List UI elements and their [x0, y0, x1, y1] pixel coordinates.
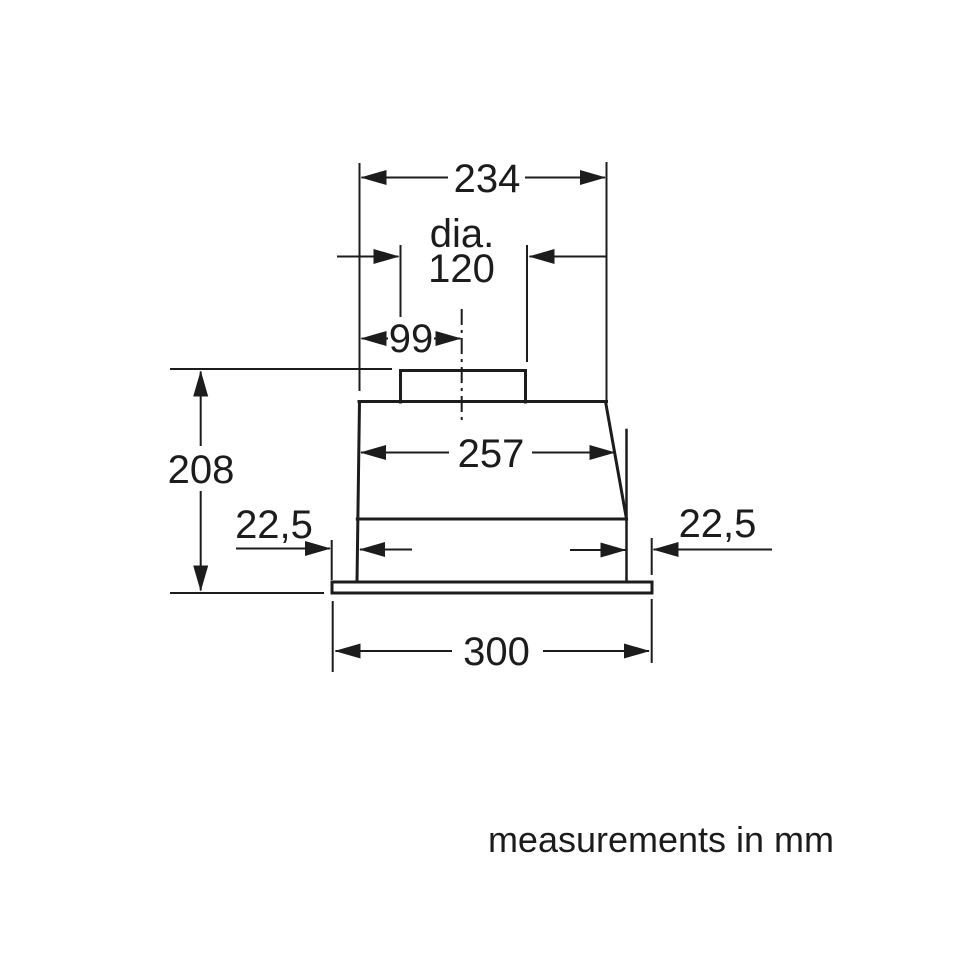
base-overhang-right-label: 22,5: [679, 502, 757, 546]
dimension-duct-offset: 99: [360, 317, 462, 361]
dimension-total-height: 208: [168, 368, 392, 594]
hood-right-slant-edge: [603, 399, 629, 521]
dimension-base-overhang-left: 22,5: [235, 503, 412, 580]
units-note: measurements in mm: [488, 819, 834, 860]
top-width-label: 234: [454, 157, 521, 201]
base-overhang-left-label: 22,5: [235, 503, 313, 547]
dimension-base-width: 300: [331, 599, 653, 674]
base-plate: [330, 580, 654, 595]
dimension-top-width: 234: [358, 157, 608, 401]
duct-diameter-value: 120: [428, 247, 495, 291]
hood-drawing: [330, 309, 654, 595]
dimension-base-overhang-right: 22,5: [570, 502, 772, 575]
duct-collar: [399, 369, 527, 404]
body-width-label: 257: [458, 432, 525, 476]
dimension-body-width: 257: [360, 432, 616, 476]
dimension-duct-diameter: dia. 120: [337, 212, 606, 362]
duct-offset-label: 99: [389, 317, 434, 361]
base-width-label: 300: [463, 630, 530, 674]
hood-left-edge: [355, 399, 362, 584]
total-height-label: 208: [168, 448, 235, 492]
duct-diameter-word: dia.: [430, 212, 495, 256]
